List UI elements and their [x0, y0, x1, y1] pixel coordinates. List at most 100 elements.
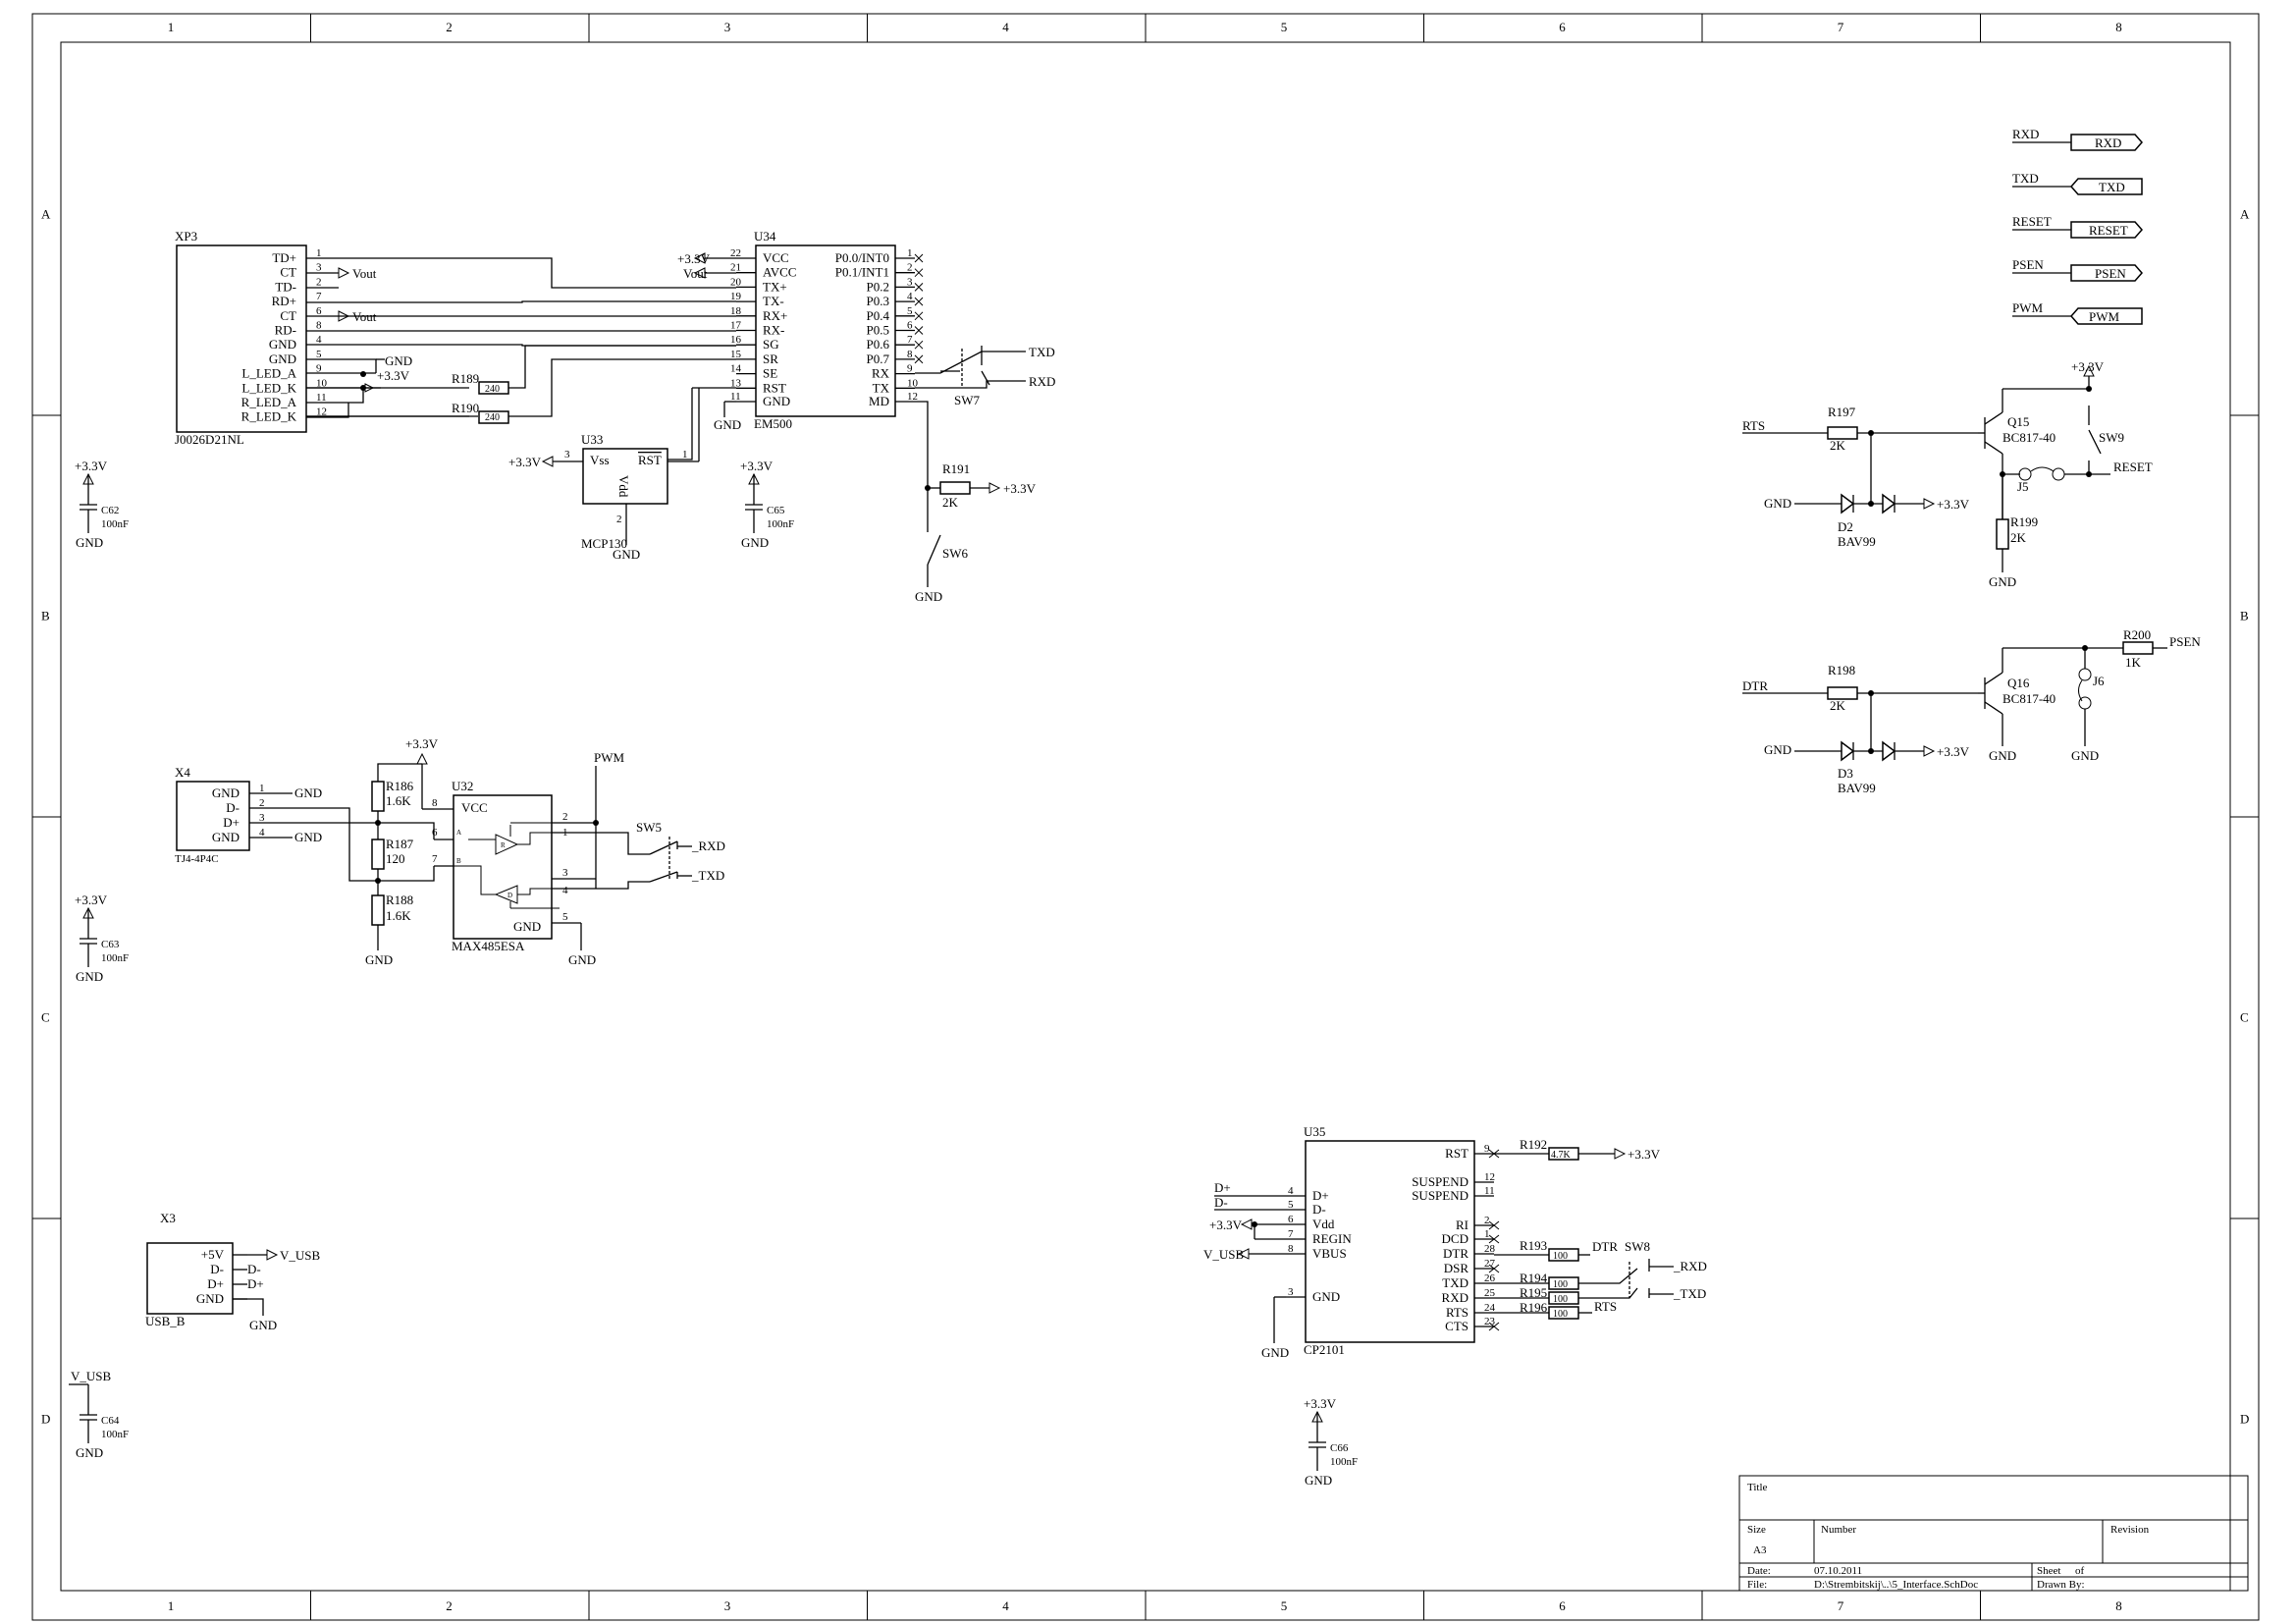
r188-ref: R188	[386, 893, 413, 907]
c66-val: 100nF	[1330, 1456, 1358, 1468]
u33-33v-label: +3.3V	[508, 455, 542, 469]
u35-left-pin-name: D+	[1312, 1188, 1329, 1203]
x3-ref: X3	[160, 1211, 176, 1225]
xp3-pin-number: 7	[316, 291, 322, 302]
u34-part: EM500	[754, 416, 792, 431]
x3-pin-name: +5V	[201, 1247, 225, 1262]
r186-val: 1.6K	[386, 793, 411, 808]
u34-left-pin-number: 18	[730, 305, 742, 317]
u35-33v-label: +3.3V	[1209, 1218, 1243, 1232]
u32-p4: 4	[562, 885, 568, 896]
u34-right-pin-number: 7	[907, 334, 913, 346]
port-pwm[interactable]: PWM PWM	[2012, 300, 2143, 325]
tb-drawn-label: Drawn By:	[2037, 1579, 2085, 1591]
u33-mcp130[interactable]: U33 Vss RST Vdd MCP130 3 +3.3V 1 2 GND	[508, 388, 700, 562]
port-list: RXD RXD TXD TXD RESET RESET PSEN PSEN PW…	[2012, 127, 2143, 325]
x4-gnd-label: GND	[294, 830, 322, 844]
port-rxd[interactable]: RXD RXD	[2012, 127, 2143, 151]
port-reset[interactable]: RESET RESET	[2012, 214, 2143, 239]
d3-gnd-label: GND	[1764, 742, 1791, 757]
rts-net-label: RTS	[1742, 418, 1765, 433]
u34-left-pin-name: RST	[763, 380, 786, 395]
c66-gnd-label: GND	[1305, 1473, 1332, 1488]
x4-part: TJ4-4P4C	[175, 853, 219, 865]
sw6-lever[interactable]	[927, 534, 941, 566]
u35-right-pin-number: 12	[1484, 1171, 1495, 1183]
col-label-bottom: 7	[1838, 1598, 1844, 1613]
u34-left-pin-name: AVCC	[763, 265, 796, 280]
r196-rts-label: RTS	[1594, 1299, 1617, 1314]
port-psen[interactable]: PSEN PSEN	[2012, 257, 2143, 282]
j5-pad-b[interactable]	[2052, 467, 2065, 481]
u35-right-pin-name: RXD	[1442, 1290, 1468, 1305]
c62-ref: C62	[101, 505, 119, 516]
u35-right-pin-name: DTR	[1443, 1246, 1468, 1261]
r196-val: 100	[1553, 1309, 1568, 1320]
r186-33v-label: +3.3V	[405, 736, 439, 751]
u34-right-pin-name: P0.7	[867, 352, 890, 366]
x3-vusb-label: V_USB	[280, 1248, 321, 1263]
c63-gnd-label: GND	[76, 969, 103, 984]
u34-left-pin-name: TX-	[763, 294, 784, 308]
u32-p3: 3	[562, 867, 568, 879]
j6-pad-a[interactable]	[2078, 668, 2092, 681]
xp3-pin-name: TD+	[272, 250, 296, 265]
xp3-pin-name: R_LED_A	[241, 395, 297, 409]
xp3-pin-name: RD-	[275, 323, 296, 338]
u35-left-pin-number: 3	[1288, 1286, 1294, 1298]
u34-left-pin-name: TX+	[763, 279, 787, 294]
j6-pad-b[interactable]	[2078, 696, 2092, 710]
port-txd-label: TXD	[2012, 171, 2039, 186]
u33-p1: 1	[682, 449, 688, 460]
tb-file-value: D:\Strembitskij\..\5_Interface.SchDoc	[1814, 1579, 1978, 1591]
x4-pin-number: 1	[259, 783, 265, 794]
u35-ref: U35	[1304, 1124, 1325, 1139]
d2-33v-label: +3.3V	[1937, 497, 1970, 512]
row-label-left: D	[41, 1412, 50, 1427]
u35-right-pin-number: 28	[1484, 1243, 1496, 1255]
dtr-driver: DTR R198 2K Q16 BC817-40 GND J6 GND R200…	[1742, 627, 2201, 795]
d3-ref: D3	[1838, 766, 1853, 781]
u34-module[interactable]: U34 EM500 VCC22AVCC21TX+20TX-19RX+18RX-1…	[730, 229, 924, 431]
x4-pin-name: GND	[212, 830, 240, 844]
x3-part: USB_B	[145, 1314, 186, 1328]
u34-right-pin-number: 10	[907, 377, 919, 389]
r186	[371, 781, 385, 812]
x4-pin-name: D+	[223, 815, 240, 830]
capacitors: +3.3VC62100nFGND+3.3VC63100nFGNDV_USBC64…	[69, 459, 1358, 1488]
x3-gnd-label: GND	[249, 1318, 277, 1332]
xp3-pin-number: 9	[316, 363, 322, 375]
u33-vdd: Vdd	[616, 475, 631, 498]
u35-left-pin-name: GND	[1312, 1289, 1340, 1304]
port-txd-tag: TXD	[2099, 180, 2125, 194]
c64-val: 100nF	[101, 1429, 129, 1440]
j5-pad-a[interactable]	[2018, 467, 2032, 481]
r189-ref: R189	[452, 371, 479, 386]
x3-dp-label: D+	[247, 1276, 264, 1291]
port-txd[interactable]: TXD TXD	[2012, 171, 2143, 195]
xp3-pin-number: 5	[316, 349, 322, 360]
col-label-top: 3	[724, 20, 731, 34]
xp3-pin-name: L_LED_A	[241, 366, 296, 381]
r200-ref: R200	[2123, 627, 2151, 642]
u32-max485[interactable]: U32 VCC GND MAX485ESA A B R D 8 6 7 2 1 …	[432, 779, 596, 967]
x4-pin-name: GND	[212, 785, 240, 800]
u35-left-pin-number: 7	[1288, 1228, 1294, 1240]
xp3-wires: GND +3.3V R189 240 R190 240 Vout Vout	[306, 257, 736, 424]
r199	[1996, 518, 2009, 550]
u35-left-pin-number: 6	[1288, 1214, 1294, 1225]
col-label-top: 7	[1838, 20, 1844, 34]
r188-val: 1.6K	[386, 908, 411, 923]
r195-ref: R195	[1520, 1285, 1547, 1300]
u35-left-pin-name: REGIN	[1312, 1231, 1352, 1246]
u35-right-pin-number: 24	[1484, 1302, 1496, 1314]
sw9-lever[interactable]	[2088, 429, 2102, 455]
xp3-pin-number: 12	[316, 406, 327, 418]
